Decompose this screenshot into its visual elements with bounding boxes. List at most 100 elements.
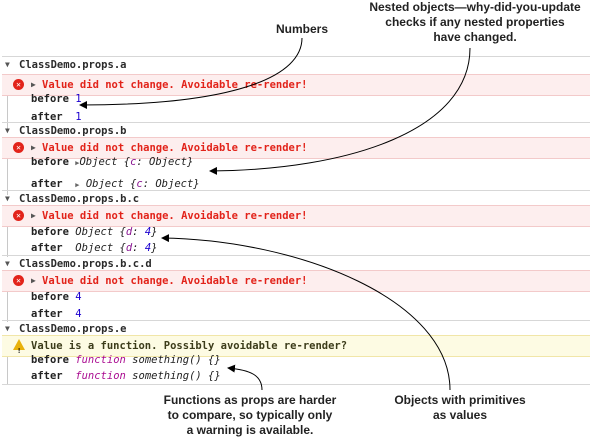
before-function-keyword: function [75, 354, 126, 366]
group-header-props-b[interactable]: ▼ ClassDemo.props.b [2, 122, 590, 139]
annotation-nested-objects: Nested objects—why-did-you-update checks… [360, 0, 590, 45]
arrow-nested-objects [209, 47, 471, 175]
error-row[interactable]: ✕ ▶ Value did not change. Avoidable re-r… [2, 270, 590, 292]
before-label: before [31, 156, 69, 168]
annotation-numbers: Numbers [275, 22, 328, 36]
after-value: 1 [75, 111, 82, 123]
object-value: : Object} [142, 178, 200, 190]
group-indent-line [7, 207, 8, 257]
group-indent-line [7, 272, 8, 322]
after-function-keyword: function [75, 370, 126, 382]
after-value: 4 [75, 308, 82, 320]
collapse-triangle-icon[interactable]: ▼ [5, 60, 10, 69]
expand-triangle-icon[interactable]: ▶ [31, 211, 36, 220]
before-label: before [31, 226, 69, 238]
object-value: : Object} [136, 156, 194, 168]
object-prefix: Object { [75, 242, 126, 254]
warning-message: Value is a function. Possibly avoidable … [31, 340, 348, 352]
before-object[interactable]: Object {d: 4} [75, 226, 157, 238]
object-prefix: Object { [75, 226, 126, 238]
object-key: c [136, 178, 143, 190]
error-icon: ✕ [13, 79, 24, 90]
group-header-props-b-c[interactable]: ▼ ClassDemo.props.b.c [2, 190, 590, 207]
annotation-nested-line1: Nested objects—why-did-you-update [369, 0, 581, 14]
before-row: before 4 [2, 287, 590, 307]
annotation-nested-line3: have changed. [433, 30, 517, 44]
group-name: ClassDemo.props.b.c [19, 193, 140, 205]
object-close: } [151, 226, 158, 238]
error-row[interactable]: ✕ ▶ Value did not change. Avoidable re-r… [2, 137, 590, 159]
after-object[interactable]: ▶ Object {c: Object} [75, 178, 199, 190]
object-separator: : [132, 242, 145, 254]
group-header-props-e[interactable]: ▼ ClassDemo.props.e [2, 320, 590, 337]
after-row: after 1 [2, 107, 590, 127]
object-prefix: Object { [79, 156, 131, 168]
expand-triangle-icon[interactable]: ▶ [31, 276, 36, 285]
group-indent-line [7, 74, 8, 130]
group-name: ClassDemo.props.e [19, 323, 127, 335]
after-label: after [31, 242, 63, 254]
expand-triangle-icon[interactable]: ▶ [75, 159, 80, 167]
warning-row[interactable]: ! Value is a function. Possibly avoidabl… [2, 335, 590, 357]
object-number: 4 [144, 242, 152, 254]
annotation-nested-line2: checks if any nested properties [385, 15, 565, 29]
before-value: 4 [75, 291, 82, 303]
before-row: before Object {d: 4} [2, 222, 590, 242]
arrow-objects-primitives [161, 234, 451, 391]
group-header-props-b-c-d[interactable]: ▼ ClassDemo.props.b.c.d [2, 255, 590, 272]
devtools-console: ▼ ClassDemo.props.a ✕ ▶ Value did not ch… [2, 52, 590, 386]
error-message: Value did not change. Avoidable re-rende… [42, 275, 308, 287]
error-message: Value did not change. Avoidable re-rende… [42, 210, 308, 222]
annotation-functions-line2: to compare, so typically only [167, 408, 333, 422]
collapse-triangle-icon[interactable]: ▼ [5, 324, 10, 333]
before-label: before [31, 93, 69, 105]
group-name: ClassDemo.props.b.c.d [19, 258, 152, 270]
arrow-functions [227, 364, 263, 391]
after-row: after Object {d: 4} [2, 238, 590, 258]
expand-triangle-icon[interactable]: ▶ [75, 181, 80, 189]
before-row: before ▶Object {c: Object} [2, 152, 590, 172]
object-key: d [125, 242, 133, 254]
expand-triangle-icon[interactable]: ▶ [31, 143, 36, 152]
arrow-numbers [79, 37, 303, 109]
annotation-objects-with-primitives: Objects with primitives as values [380, 393, 540, 423]
before-object[interactable]: ▶Object {c: Object} [75, 156, 193, 168]
error-icon: ✕ [13, 275, 24, 286]
object-separator: : [132, 226, 145, 238]
annotation-objects-line1: Objects with primitives [394, 393, 526, 407]
object-prefix: Object { [85, 178, 137, 190]
error-icon: ✕ [13, 210, 24, 221]
after-row: after function something() {} [2, 366, 590, 386]
after-row: after ▶ Object {c: Object} [2, 174, 590, 194]
group-indent-line [7, 139, 8, 195]
group-indent-line [7, 337, 8, 384]
before-row: before 1 [2, 89, 590, 109]
before-function-name[interactable]: something() {} [132, 354, 221, 366]
error-row[interactable]: ✕ ▶ Value did not change. Avoidable re-r… [2, 74, 590, 96]
after-label: after [31, 111, 63, 123]
after-label: after [31, 308, 63, 320]
annotation-functions-line3: a warning is available. [186, 423, 314, 437]
object-close: } [151, 242, 158, 254]
group-name: ClassDemo.props.b [19, 125, 127, 137]
before-label: before [31, 291, 69, 303]
warning-icon: ! [13, 339, 25, 355]
console-bottom-border [2, 384, 590, 385]
error-message: Value did not change. Avoidable re-rende… [42, 142, 308, 154]
after-object[interactable]: Object {d: 4} [75, 242, 157, 254]
annotation-functions-line1: Functions as props are harder [163, 393, 337, 407]
collapse-triangle-icon[interactable]: ▼ [5, 194, 10, 203]
annotation-functions: Functions as props are harder to compare… [150, 393, 350, 438]
error-row[interactable]: ✕ ▶ Value did not change. Avoidable re-r… [2, 205, 590, 227]
error-icon: ✕ [13, 142, 24, 153]
object-key: d [125, 226, 133, 238]
collapse-triangle-icon[interactable]: ▼ [5, 126, 10, 135]
after-label: after [31, 370, 63, 382]
collapse-triangle-icon[interactable]: ▼ [5, 259, 10, 268]
before-label: before [31, 354, 69, 366]
expand-triangle-icon[interactable]: ▶ [31, 80, 36, 89]
annotation-objects-line2: as values [432, 408, 488, 422]
after-row: after 4 [2, 304, 590, 324]
after-function-name[interactable]: something() {} [132, 370, 221, 382]
